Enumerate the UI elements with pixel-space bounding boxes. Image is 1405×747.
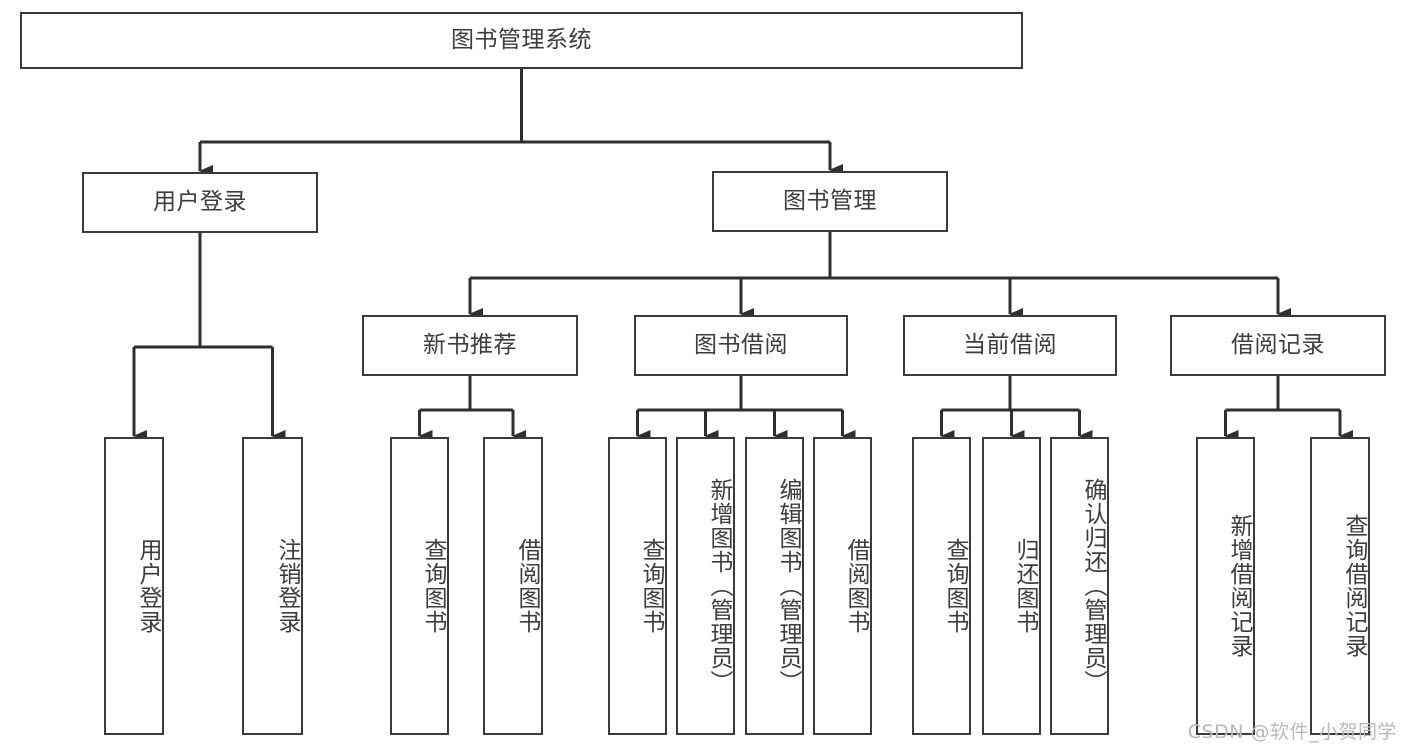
- node-leaf-query-books-3[interactable]: 查询图书: [912, 437, 971, 735]
- node-leaf-add-borrow-record[interactable]: 新增借阅记录: [1196, 437, 1255, 735]
- node-leaf-borrow-books-2[interactable]: 借阅图书: [813, 437, 872, 735]
- node-label: 编辑图书（管理员）: [775, 478, 801, 694]
- node-leaf-borrow-books-1[interactable]: 借阅图书: [483, 437, 543, 735]
- node-label: 图书借阅: [694, 332, 788, 359]
- node-current-borrow[interactable]: 当前借阅: [903, 315, 1117, 376]
- node-user-login[interactable]: 用户登录: [82, 172, 318, 233]
- node-label: 借阅图书: [843, 538, 869, 634]
- node-root[interactable]: 图书管理系统: [20, 12, 1023, 69]
- node-leaf-user-login[interactable]: 用户登录: [104, 437, 164, 735]
- node-label: 新增借阅记录: [1226, 514, 1252, 658]
- node-leaf-query-borrow-record[interactable]: 查询借阅记录: [1310, 437, 1370, 735]
- node-label: 用户登录: [135, 538, 161, 634]
- node-leaf-edit-book-admin[interactable]: 编辑图书（管理员）: [745, 437, 804, 735]
- node-label: 当前借阅: [963, 332, 1057, 359]
- watermark: CSDN @软件_小贺同学: [1187, 721, 1397, 743]
- node-leaf-query-books-1[interactable]: 查询图书: [390, 437, 449, 735]
- node-label: 确认归还（管理员）: [1080, 478, 1106, 694]
- node-label: 图书管理系统: [451, 27, 592, 54]
- node-leaf-add-book-admin[interactable]: 新增图书（管理员）: [676, 437, 735, 735]
- node-label: 归还图书: [1012, 538, 1038, 634]
- node-label: 查询图书: [638, 538, 664, 634]
- node-label: 注销登录: [274, 538, 300, 634]
- node-label: 借阅图书: [514, 538, 540, 634]
- node-label: 图书管理: [783, 188, 877, 215]
- node-label: 新增图书（管理员）: [706, 478, 732, 694]
- node-label: 查询图书: [942, 538, 968, 634]
- edge-paths: [132, 69, 1353, 442]
- node-leaf-confirm-return-admin[interactable]: 确认归还（管理员）: [1050, 437, 1109, 735]
- node-leaf-query-books-2[interactable]: 查询图书: [608, 437, 667, 735]
- node-label: 借阅记录: [1231, 332, 1325, 359]
- node-leaf-logout[interactable]: 注销登录: [242, 437, 303, 735]
- node-label: 用户登录: [153, 189, 247, 216]
- node-label: 查询图书: [420, 538, 446, 634]
- node-label: 新书推荐: [423, 332, 517, 359]
- node-book-management[interactable]: 图书管理: [712, 171, 948, 232]
- node-borrow-records[interactable]: 借阅记录: [1170, 315, 1386, 376]
- node-label: 查询借阅记录: [1341, 514, 1367, 658]
- node-book-borrow[interactable]: 图书借阅: [634, 315, 848, 376]
- node-leaf-return-books[interactable]: 归还图书: [982, 437, 1041, 735]
- node-new-book-recommend[interactable]: 新书推荐: [362, 315, 578, 376]
